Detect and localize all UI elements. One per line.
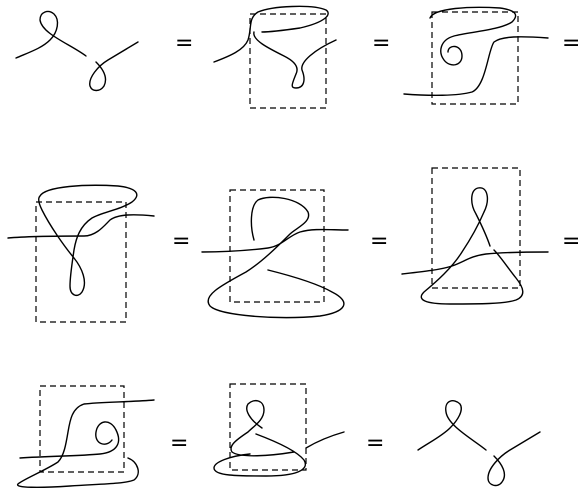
strand [19, 421, 120, 459]
strand [253, 31, 337, 89]
strand [89, 41, 139, 92]
strand [420, 187, 524, 305]
panel-r1-1 [15, 10, 139, 92]
dashed-box [229, 383, 307, 471]
strand [417, 400, 487, 451]
panel-r3-3 [417, 400, 541, 487]
dashed-box [39, 385, 125, 473]
panel-r3-2 [213, 383, 345, 477]
dashed-box [431, 167, 521, 289]
strand [15, 10, 87, 59]
strand [401, 251, 549, 275]
equals-sign: = [370, 229, 388, 254]
panel-r3-1 [17, 385, 155, 489]
equals-sign: = [175, 31, 193, 56]
strand [487, 431, 541, 487]
panel-r2-1 [7, 184, 155, 323]
equals-sign: = [562, 229, 578, 254]
strand [37, 184, 138, 297]
strand [7, 214, 155, 239]
strand [429, 6, 517, 66]
equals-sign: = [366, 431, 384, 456]
strand [230, 399, 295, 457]
panel-r1-3 [403, 6, 549, 105]
strand [305, 431, 345, 449]
equals-sign: = [170, 431, 188, 456]
panel-r2-2 [201, 189, 349, 319]
equals-sign: = [372, 31, 390, 56]
dashed-box [431, 11, 519, 105]
strand [207, 196, 345, 319]
dashed-box [35, 201, 127, 323]
strand [403, 36, 549, 97]
equals-sign: = [172, 229, 190, 254]
panel-r1-2 [213, 5, 337, 109]
dashed-box [249, 13, 327, 109]
strand [17, 399, 155, 489]
dashed-box [229, 189, 325, 303]
strand [213, 433, 307, 477]
panel-r2-3 [401, 167, 549, 305]
strand [213, 5, 329, 63]
equals-sign: = [562, 31, 578, 56]
